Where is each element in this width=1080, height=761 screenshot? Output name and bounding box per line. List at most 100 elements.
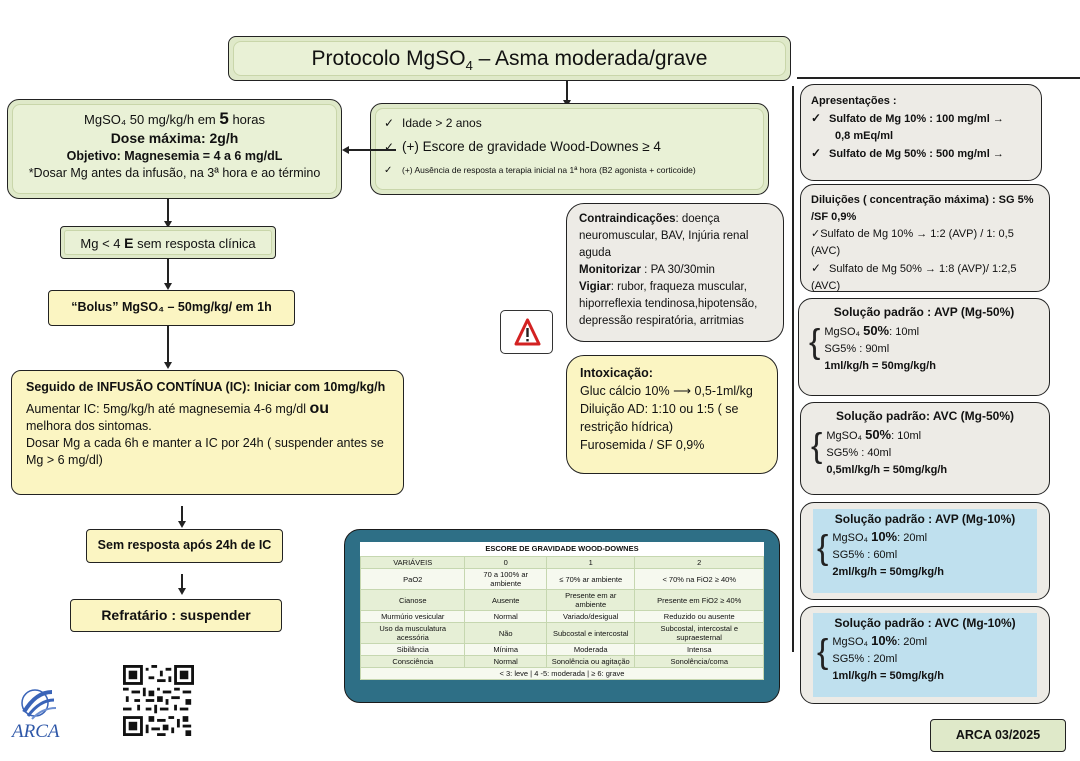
mg-box: Mg < 4 E sem resposta clínica [60, 226, 276, 259]
connector [167, 326, 169, 364]
infusao-line3: melhora dos sintomas. [26, 419, 152, 433]
apresentacoes-item2: ✓Sulfato de Mg 50% : 500 mg/ml → [811, 146, 1004, 160]
infusao-heading: Seguido de INFUSÃO CONTÍNUA (IC): Inicia… [26, 380, 386, 394]
table-cell: Sonolência ou agitação [545, 655, 636, 668]
dose-box: MgSO₄ 50 mg/kg/h em 5 horas Dose máxima:… [7, 99, 342, 199]
diluicoes-heading: Diluições ( concentração máxima) : SG 5%… [811, 194, 1034, 223]
monitorizar-text: Monitorizar : PA 30/30min [579, 264, 715, 276]
vigiar-text: Vigiar: rubor, fraqueza muscular, hiporr… [579, 281, 758, 327]
arca-logo: ARCA [12, 688, 68, 744]
arca-logo-text: ARCA [12, 721, 60, 742]
infusao-line4: Dosar Mg a cada 6h e manter a IC por 24h… [26, 436, 384, 467]
connector [181, 574, 183, 590]
table-cell: Uso da musculatura acessória [359, 622, 466, 644]
connector [566, 81, 568, 102]
solucao-mg: MgSO₄ 50%: 10ml [824, 323, 920, 338]
table-cell: Intensa [634, 643, 764, 656]
table-cell: Mínima [464, 643, 547, 656]
table-cell: 1 [545, 556, 636, 569]
apresentacoes-heading: Apresentações : [811, 95, 897, 107]
header-rule [797, 77, 1080, 79]
solucao-mg: MgSO₄ 50%: 10ml [826, 427, 922, 442]
arrow-head [342, 146, 349, 154]
solucao-avc-50-box: Solução padrão: AVC (Mg-50%) { MgSO₄ 50%… [800, 402, 1050, 495]
solucao-mg: MgSO₄ 10%: 20ml [832, 633, 928, 648]
table-footer-row: < 3: leve | 4 -5: moderada | ≥ 6: grave [360, 667, 764, 680]
criteria-escore: ✓(+) Escore de gravidade Wood-Downes ≥ 4 [384, 139, 661, 154]
intoxicacao-heading: Intoxicação: [580, 366, 653, 380]
solucao-avp-50-box: Solução padrão : AVP (Mg-50%) { MgSO₄ 50… [798, 298, 1050, 396]
table-cell: Subcostal e intercostal [545, 622, 636, 644]
dose-line1: MgSO₄ 50 mg/kg/h em 5 horas [84, 109, 265, 128]
arrow-head [164, 362, 172, 369]
vertical-divider [792, 86, 794, 652]
table-cell: VARIÁVEIS [359, 556, 466, 569]
arrow-head [178, 521, 186, 528]
table-cell: Presente em FiO2 ≥ 40% [634, 589, 764, 611]
solucao-title: Solução padrão : AVC (Mg-10%) [834, 616, 1016, 630]
solucao-title: Solução padrão : AVP (Mg-10%) [834, 512, 1016, 526]
page-title: Protocolo MgSO4 – Asma moderada/grave [233, 41, 786, 76]
table-cell: Sonolência/coma [634, 655, 764, 668]
criteria-ausencia: ✓(+) Ausência de resposta a terapia inic… [384, 165, 696, 176]
arrow-head [164, 283, 172, 290]
solucao-rate: 0,5ml/kg/h = 50mg/kg/h [826, 464, 948, 476]
solucao-avc-10-box: Solução padrão : AVC (Mg-10%) { MgSO₄ 10… [800, 606, 1050, 704]
infusao-box: Seguido de INFUSÃO CONTÍNUA (IC): Inicia… [11, 370, 404, 495]
diluicoes-item2: ✓Sulfato de Mg 50% → 1:8 (AVP)/ 1:2,5 (A… [811, 261, 1017, 292]
footer-badge: ARCA 03/2025 [930, 719, 1066, 752]
table-cell: Reduzido ou ausente [634, 610, 764, 623]
connector [349, 149, 396, 151]
solucao-title: Solução padrão : AVP (Mg-50%) [833, 305, 1015, 319]
intoxicacao-line1: Gluc cálcio 10% ⟶ 0,5-1ml/kg [580, 384, 753, 398]
solucao-avp-10-box: Solução padrão : AVP (Mg-10%) { MgSO₄ 10… [800, 502, 1050, 600]
solucao-rate: 2ml/kg/h = 50mg/kg/h [832, 566, 944, 578]
table-cell: 0 [464, 556, 547, 569]
table-cell: Ausente [464, 589, 547, 611]
dose-max: Dose máxima: 2g/h [110, 130, 239, 146]
apresentacoes-box: Apresentações : ✓Sulfato de Mg 10% : 100… [800, 84, 1042, 181]
sem-resposta-box: Sem resposta após 24h de IC [86, 529, 283, 563]
infusao-line2: Aumentar IC: 5mg/kg/h até magnesemia 4-6… [26, 400, 330, 417]
intoxicacao-line2: Diluição AD: 1:10 ou 1:5 ( se restrição … [580, 402, 739, 434]
solucao-sg: SG5% : 40ml [826, 447, 892, 459]
wood-downes-title: ESCORE DE GRAVIDADE WOOD-DOWNES [360, 542, 764, 556]
refratario-box: Refratário : suspender [70, 599, 282, 632]
table-cell: Subcostal, intercostal e supraesternal [634, 622, 764, 644]
arca-logo-mark [21, 689, 57, 720]
intoxicacao-box: Intoxicação: Gluc cálcio 10% ⟶ 0,5-1ml/k… [566, 355, 778, 474]
table-cell: Murmúrio vesicular [359, 610, 466, 623]
wood-downes-panel: ESCORE DE GRAVIDADE WOOD-DOWNES VARIÁVEI… [344, 529, 780, 703]
table-cell: Moderada [545, 643, 636, 656]
solucao-inner: Solução padrão : AVP (Mg-10%) { MgSO₄ 10… [813, 509, 1037, 593]
solucao-sg: SG5% : 20ml [832, 653, 898, 665]
warning-icon [514, 318, 541, 346]
solucao-body: { MgSO₄ 10%: 20ml SG5% : 20ml 1ml/kg/h =… [817, 632, 1033, 685]
mg-box-inner: Mg < 4 E sem resposta clínica [64, 230, 272, 255]
dose-box-inner: MgSO₄ 50 mg/kg/h em 5 horas Dose máxima:… [12, 104, 337, 194]
table-cell: Sibilância [359, 643, 466, 656]
apresentacoes-item1b: 0,8 mEq/ml [835, 130, 894, 142]
wood-downes-table-wrap: ESCORE DE GRAVIDADE WOOD-DOWNES VARIÁVEI… [359, 542, 764, 680]
arrow-head [178, 588, 186, 595]
solucao-body: { MgSO₄ 50%: 10ml SG5% : 90ml 1ml/kg/h =… [809, 322, 1039, 375]
table-cell: Variado/desigual [545, 610, 636, 623]
table-cell: ≤ 70% ar ambiente [545, 568, 636, 590]
solucao-mg: MgSO₄ 10%: 20ml [832, 529, 928, 544]
table-cell: Consciência [359, 655, 466, 668]
dose-objetivo: Objetivo: Magnesemia = 4 a 6 mg/dL [66, 149, 283, 163]
connector [167, 259, 169, 285]
solucao-body: { MgSO₄ 50%: 10ml SG5% : 40ml 0,5ml/kg/h… [811, 426, 1039, 479]
dose-dosar: *Dosar Mg antes da infusão, na 3ª hora e… [28, 166, 321, 180]
solucao-title: Solução padrão: AVC (Mg-50%) [835, 409, 1014, 423]
connector [167, 199, 169, 223]
connector [181, 506, 183, 523]
table-cell: 2 [634, 556, 764, 569]
bolus-box: “Bolus” MgSO₄ – 50mg/kg/ em 1h [48, 290, 295, 326]
table-cell: PaO2 [359, 568, 466, 590]
